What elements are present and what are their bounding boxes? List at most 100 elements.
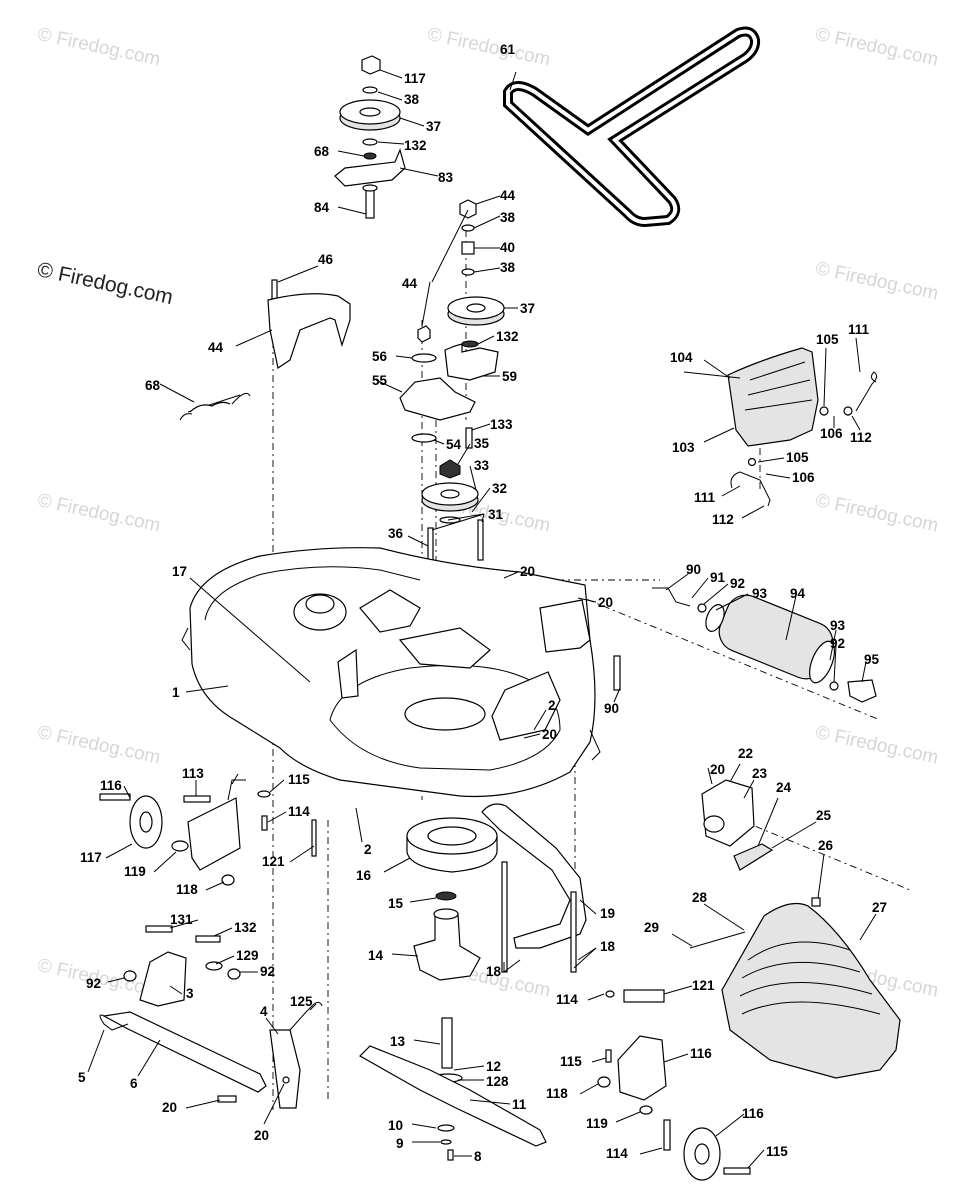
part-label: 131	[170, 912, 193, 927]
part-label: 38	[500, 260, 516, 275]
part-label: 38	[500, 210, 516, 225]
part-label: 23	[752, 766, 768, 781]
part-label: 5	[78, 1070, 86, 1085]
part-label: 35	[474, 436, 490, 451]
belt-68	[503, 26, 761, 228]
part-label: 18	[600, 939, 616, 954]
part-label: 128	[486, 1074, 509, 1089]
part-label: 105	[786, 450, 809, 465]
part-label: 44	[402, 276, 418, 291]
part-label: 31	[488, 507, 504, 522]
drive-pulley-stack	[421, 459, 484, 569]
part-label: 111	[694, 490, 716, 505]
part-label: 59	[502, 369, 517, 384]
part-label: 12	[486, 1059, 501, 1074]
part-label: 14	[368, 948, 384, 963]
part-label: 44	[500, 188, 516, 203]
part-label: 16	[356, 868, 372, 883]
spring-bracket-22	[701, 779, 821, 907]
part-label: 90	[604, 701, 619, 716]
part-label: 8	[474, 1149, 482, 1164]
part-label: 15	[388, 896, 404, 911]
part-label: 37	[426, 119, 441, 134]
part-label: 115	[560, 1054, 582, 1069]
part-label: 92	[86, 976, 101, 991]
part-label: 92	[830, 636, 845, 651]
part-label: 116	[742, 1106, 764, 1121]
part-label: 27	[872, 900, 887, 915]
part-label: 22	[738, 746, 753, 761]
part-label: 116	[100, 778, 122, 793]
part-label: 38	[404, 92, 420, 107]
part-label: 92	[260, 964, 275, 979]
part-label: 26	[818, 838, 834, 853]
part-label: 106	[792, 470, 815, 485]
idler-bracket-55	[399, 325, 476, 449]
part-label: 94	[790, 586, 806, 601]
part-label: 54	[446, 437, 462, 452]
part-label: 115	[766, 1144, 788, 1159]
part-label: 115	[288, 772, 310, 787]
part-label: 132	[496, 329, 519, 344]
part-label: 46	[318, 252, 334, 267]
part-label: 118	[546, 1086, 568, 1101]
part-label: 20	[542, 727, 557, 742]
top-idler-pulley-stack	[334, 55, 406, 219]
part-label: 9	[396, 1136, 404, 1151]
part-label: 32	[492, 481, 507, 496]
left-gauge-wheel-assembly	[99, 779, 317, 886]
part-label: 6	[130, 1076, 138, 1091]
part-label: 103	[672, 440, 695, 455]
part-label: 18	[486, 964, 502, 979]
discharge-chute-27	[689, 903, 901, 1079]
part-label: 61	[500, 42, 516, 57]
part-label: 117	[404, 71, 426, 86]
part-label: 114	[288, 804, 310, 819]
belt-guard-44	[179, 279, 351, 421]
part-label: 90	[686, 562, 701, 577]
part-label: 91	[710, 570, 726, 585]
part-label: 20	[598, 595, 613, 610]
part-label: 132	[404, 138, 427, 153]
part-label: 106	[820, 426, 843, 441]
part-label: 133	[490, 417, 513, 432]
part-label: 118	[176, 882, 198, 897]
discharge-deflector-101	[727, 347, 878, 507]
part-label: 119	[586, 1116, 608, 1131]
blade-spindle-14	[413, 891, 481, 1083]
part-label: 13	[390, 1034, 406, 1049]
mower-blade-11	[359, 1045, 547, 1161]
part-label: 36	[388, 526, 404, 541]
part-label: 92	[730, 576, 745, 591]
part-label: 84	[314, 200, 330, 215]
part-label: 19	[600, 906, 615, 921]
part-label: 33	[474, 458, 490, 473]
part-label: 37	[520, 301, 535, 316]
part-label: 1	[172, 685, 180, 700]
part-label: 44	[208, 340, 224, 355]
part-label: 28	[692, 890, 708, 905]
part-label: 112	[712, 512, 734, 527]
part-label: 112	[850, 430, 872, 445]
lift-linkage-assembly	[99, 925, 323, 1109]
deck-baffle-16	[406, 817, 498, 873]
part-label: 17	[172, 564, 187, 579]
anti-scalp-roller-94	[613, 587, 877, 703]
part-label: 56	[372, 349, 388, 364]
part-label: 111	[848, 322, 870, 337]
part-label: 3	[186, 986, 194, 1001]
part-label: 20	[162, 1100, 177, 1115]
center-idler-pulley-stack	[444, 199, 505, 381]
part-label: 114	[556, 992, 578, 1007]
part-label: 93	[752, 586, 768, 601]
part-label: 29	[644, 920, 659, 935]
part-label: 129	[236, 948, 259, 963]
part-label: 132	[234, 920, 257, 935]
part-label: 55	[372, 373, 388, 388]
part-label: 68	[314, 144, 330, 159]
belt-guide-20	[481, 803, 587, 973]
part-label: 125	[290, 994, 313, 1009]
part-label: 105	[816, 332, 839, 347]
part-label: 113	[182, 766, 204, 781]
